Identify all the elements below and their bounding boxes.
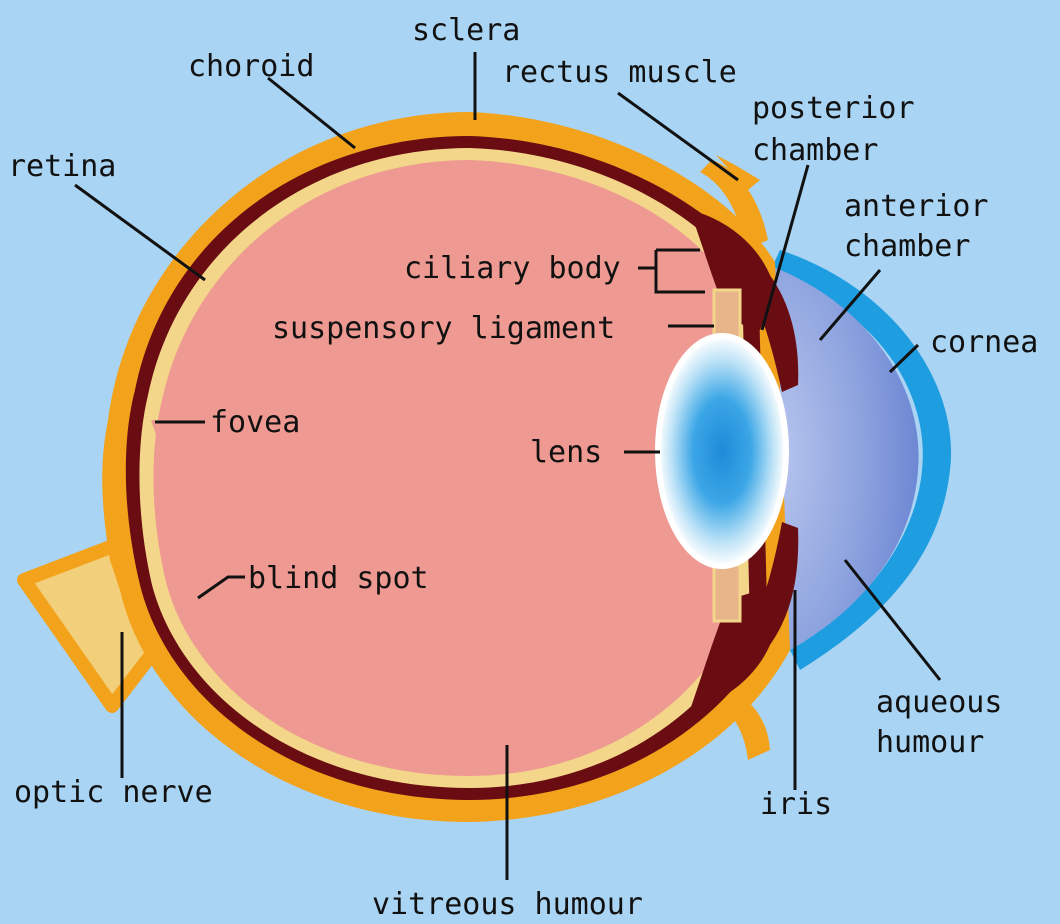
- label-optic-nerve: optic nerve: [14, 775, 213, 810]
- label-anterior-chamber-1: anterior: [844, 189, 989, 224]
- label-lens: lens: [530, 435, 602, 470]
- leader-retina: [75, 185, 205, 280]
- label-fovea: fovea: [210, 405, 300, 440]
- label-suspensory-ligament: suspensory ligament: [272, 311, 615, 346]
- label-aqueous-humour-1: aqueous: [876, 685, 1002, 720]
- label-vitreous-humour: vitreous humour: [372, 887, 643, 922]
- label-sclera: sclera: [412, 13, 520, 48]
- label-retina: retina: [8, 149, 116, 184]
- label-rectus-muscle: rectus muscle: [502, 55, 737, 90]
- label-ciliary-body: ciliary body: [404, 251, 621, 286]
- suspensory-ligament-bottom: [714, 565, 740, 621]
- label-choroid: choroid: [188, 49, 314, 84]
- lens: [658, 336, 786, 566]
- label-blind-spot: blind spot: [248, 561, 429, 596]
- label-cornea: cornea: [930, 325, 1038, 360]
- label-posterior-chamber-2: chamber: [752, 133, 878, 168]
- label-aqueous-humour-2: humour: [876, 725, 984, 760]
- label-posterior-chamber-1: posterior: [752, 91, 915, 126]
- label-iris: iris: [760, 787, 832, 822]
- label-anterior-chamber-2: chamber: [844, 229, 970, 264]
- leader-choroid: [268, 78, 355, 148]
